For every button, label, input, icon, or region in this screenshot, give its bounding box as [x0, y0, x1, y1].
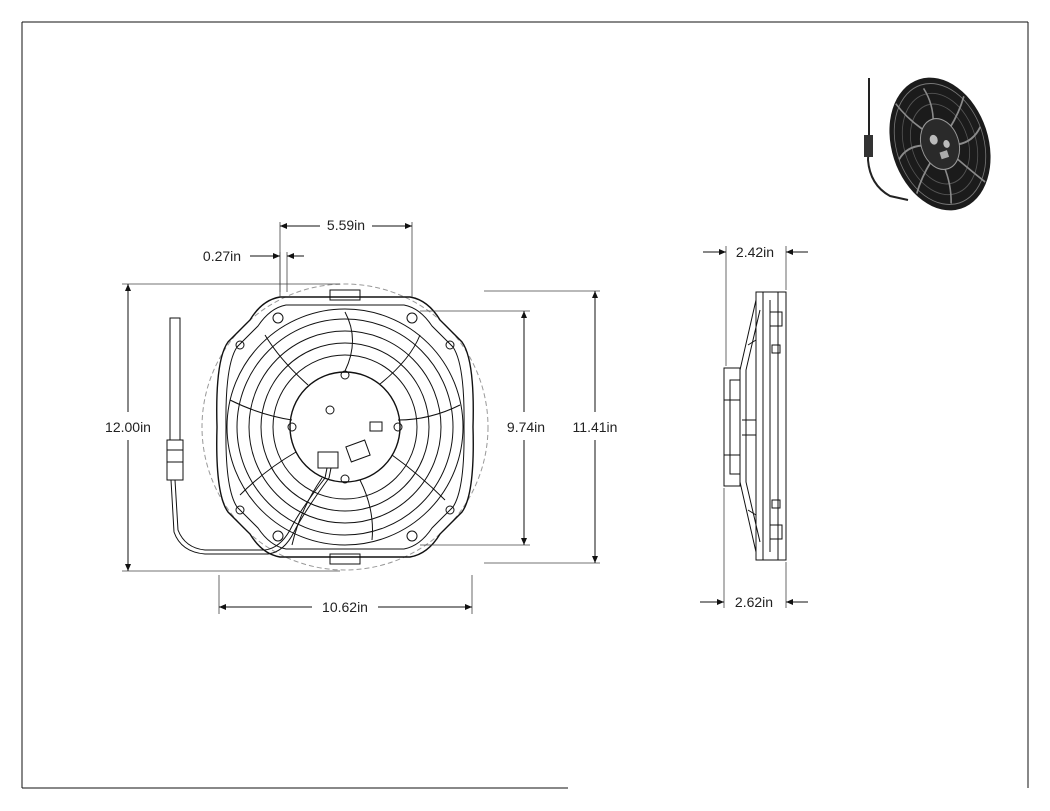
dim-side-depth-top-label: 2.42in: [736, 244, 774, 260]
dim-side-depth-bottom-label: 2.62in: [735, 594, 773, 610]
fan-blades: [229, 311, 461, 546]
dim-top-width: 5.59in: [279, 217, 413, 297]
dim-overall-width-label: 10.62in: [322, 599, 368, 615]
dim-side-depth-bottom: 2.62in: [700, 488, 808, 610]
side-view: 2.42in 2.62in: [700, 244, 808, 610]
dim-offset-label: 0.27in: [203, 248, 241, 264]
grille-rings: [226, 308, 464, 546]
front-view: 5.59in 0.27in 12.00in 9.74in: [105, 217, 617, 615]
dim-body-height-label: 11.41in: [573, 419, 618, 435]
blade-sweep-envelope: [201, 283, 489, 571]
shroud-outline: [216, 296, 474, 558]
motor-hub: [287, 370, 403, 484]
mounting-tabs: [235, 289, 455, 565]
dim-shroud-height: 9.74in: [420, 310, 545, 546]
dim-top-width-label: 5.59in: [327, 217, 365, 233]
dim-body-height: 11.41in: [484, 290, 618, 564]
dim-shroud-height-label: 9.74in: [507, 419, 545, 435]
wire-harness: [166, 317, 332, 555]
dim-side-depth-top: 2.42in: [703, 244, 808, 366]
dim-offset: 0.27in: [203, 248, 304, 292]
isometric-preview: [864, 77, 991, 211]
dim-overall-width: 10.62in: [218, 575, 473, 615]
dim-overall-height: 12.00in: [105, 283, 340, 572]
dim-overall-height-label: 12.00in: [105, 419, 151, 435]
sheet-border: [21, 21, 1029, 789]
